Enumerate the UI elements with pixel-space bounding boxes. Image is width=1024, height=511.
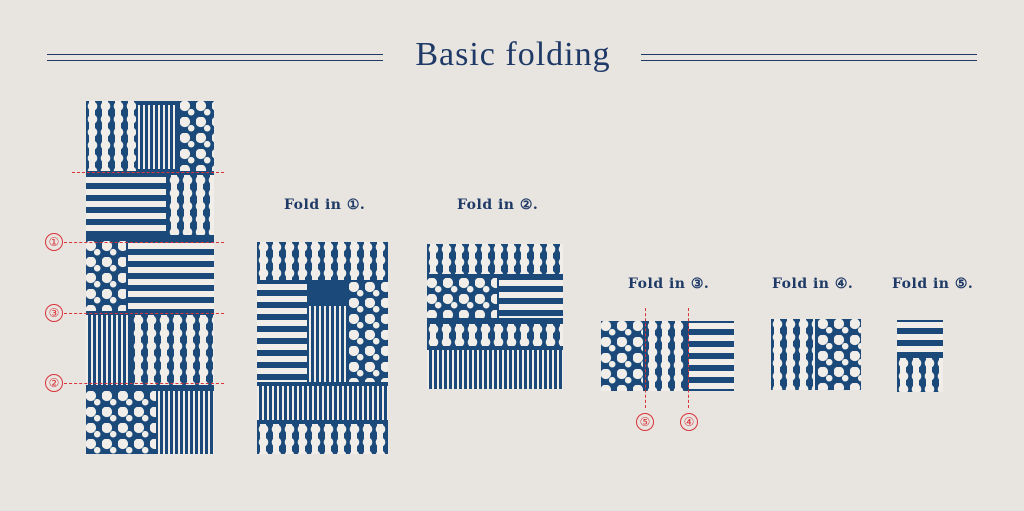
fold-mark-3: ③	[45, 304, 63, 322]
title-rule-left	[47, 54, 383, 61]
pattern-tile	[86, 241, 126, 311]
pattern-tile	[257, 424, 388, 454]
pattern-tile	[138, 105, 178, 169]
title-row: Basic folding	[0, 36, 1024, 80]
pattern-tile	[86, 391, 156, 454]
fold-line-2	[64, 383, 224, 384]
tenugui-step-2	[427, 244, 563, 389]
pattern-tile	[257, 282, 307, 382]
pattern-tile	[818, 319, 861, 390]
pattern-tile	[257, 386, 388, 420]
pattern-tile	[257, 242, 388, 280]
pattern-tile	[601, 321, 643, 391]
step-4-caption: Fold in ④.	[772, 276, 854, 292]
fold-mark-2: ②	[45, 374, 63, 392]
pattern-tile	[180, 101, 214, 171]
pattern-tile	[132, 315, 214, 385]
pattern-tile	[499, 278, 563, 318]
fold-mark-4: ④	[680, 413, 698, 431]
step-1-caption: Fold in ①.	[284, 197, 366, 213]
fold-mark-5: ⑤	[636, 413, 654, 431]
pattern-tile	[427, 278, 497, 318]
fold-mark-1: ①	[45, 233, 63, 251]
pattern-tile	[309, 306, 347, 382]
tenugui-unfolded	[86, 101, 214, 454]
step-5-caption: Fold in ⑤.	[892, 276, 974, 292]
fold-line	[72, 172, 224, 173]
fold-line-4	[688, 308, 689, 408]
pattern-tile	[427, 244, 563, 274]
pattern-tile	[646, 321, 686, 391]
pattern-tile	[168, 175, 214, 235]
fold-line-3	[64, 313, 224, 314]
step-2-caption: Fold in ②.	[457, 197, 539, 213]
tenugui-step-5	[897, 320, 943, 392]
pattern-tile	[128, 241, 214, 311]
pattern-tile	[897, 320, 943, 356]
tenugui-step-1	[257, 242, 388, 454]
tenugui-step-4	[771, 319, 861, 390]
step-3-caption: Fold in ③.	[628, 276, 710, 292]
pattern-tile	[427, 350, 563, 389]
pattern-tile	[427, 324, 563, 346]
pattern-tile	[771, 319, 815, 390]
pattern-tile	[897, 358, 943, 392]
pattern-tile	[158, 391, 214, 454]
pattern-tile	[86, 175, 166, 235]
page-title: Basic folding	[415, 36, 611, 73]
pattern-tile	[349, 282, 388, 382]
pattern-tile	[86, 101, 136, 171]
title-rule-right	[641, 54, 977, 61]
pattern-tile	[86, 315, 130, 385]
fold-line-1	[64, 242, 224, 243]
fold-line-5	[645, 308, 646, 408]
tenugui-step-3	[601, 321, 734, 391]
pattern-tile	[689, 321, 734, 391]
